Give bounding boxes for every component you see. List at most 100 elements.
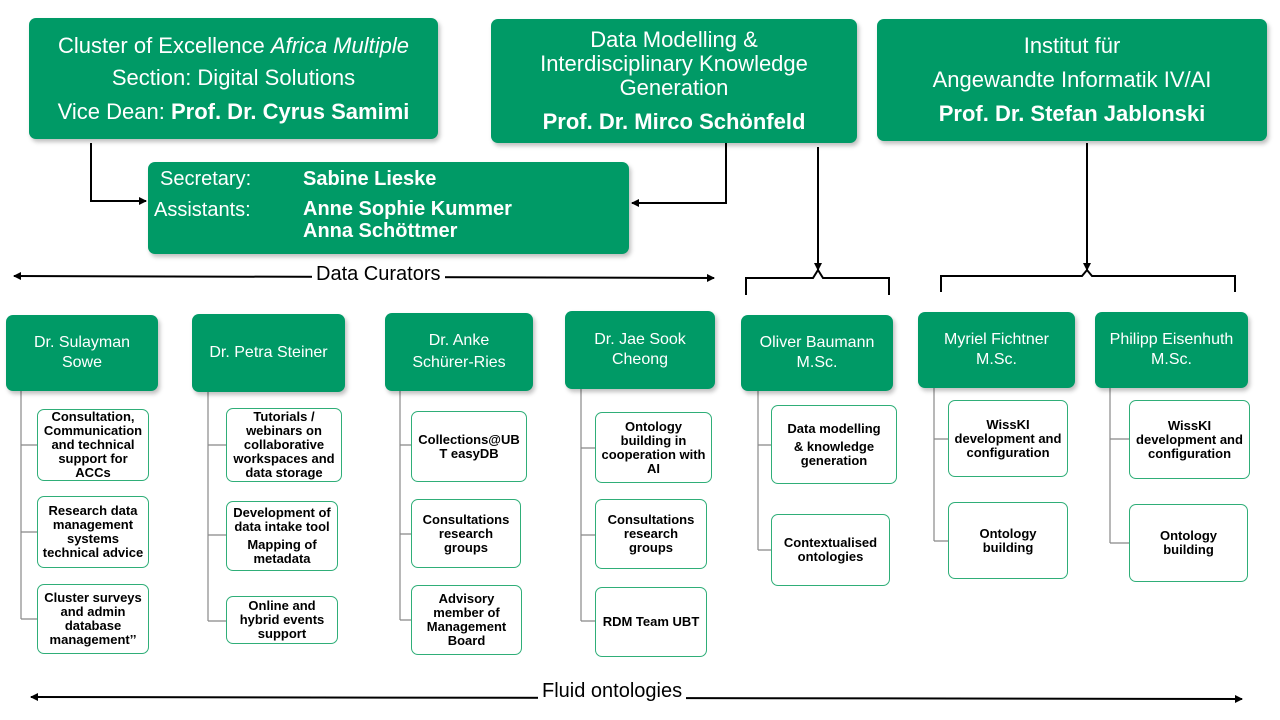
member-box-schurer-ries: Dr. Anke Schürer-Ries [385, 313, 533, 391]
member-box-eisenhuth: Philipp Eisenhuth M.Sc. [1095, 312, 1248, 388]
member-name: M.Sc. [796, 354, 838, 371]
task-line: workspaces and [233, 451, 335, 466]
task-box: Research data management systems technic… [37, 496, 149, 568]
baumann-bracket [745, 268, 890, 295]
task-line: AI [647, 460, 660, 476]
member-name: Dr. Anke [428, 332, 490, 349]
member-name: M.Sc. [976, 351, 1017, 368]
task-line: Communication [43, 423, 143, 438]
task-box: Development of data intake tool Mapping … [226, 501, 338, 571]
task-line: WissKI [1167, 417, 1212, 433]
secretary-label: Secretary: [160, 168, 252, 190]
task-line: Research data [48, 503, 138, 518]
cluster-line1: Cluster of Excellence Africa Multiple [58, 32, 409, 58]
task-line: development and [1136, 431, 1243, 447]
task-box: Consultations research groups [411, 499, 521, 568]
task-box: Consultation, Communication and technica… [37, 409, 149, 481]
institut-line2: Angewandte Informatik IV/AI [932, 67, 1212, 92]
task-line: Consultations [607, 512, 695, 527]
task-box: Advisory member of Management Board [411, 585, 522, 655]
vice-dean-name: Prof. Dr. Cyrus Samimi [170, 98, 410, 124]
datamodelling-head-name: Prof. Dr. Mirco Schönfeld [542, 109, 806, 134]
institut-head-name: Prof. Dr. Stefan Jablonski [938, 101, 1206, 126]
task-line: T easyDB [439, 445, 499, 461]
task-line: support for [58, 451, 128, 466]
task-line: building [1163, 542, 1214, 557]
task-line: and technical [51, 437, 135, 452]
data-curators-label: Data Curators [312, 263, 445, 285]
task-line: Tutorials / [253, 409, 315, 424]
task-box: Ontology building [1129, 504, 1248, 582]
task-line: building [982, 539, 1034, 555]
member-box-cheong: Dr. Jae Sook Cheong [565, 311, 715, 389]
task-line: Collections@UB [418, 431, 520, 447]
task-line: cooperation with [601, 446, 706, 462]
task-line: development and [954, 430, 1062, 446]
task-line: & knowledge [793, 438, 875, 454]
task-line: hybrid events [239, 612, 325, 627]
task-line: webinars on [246, 423, 322, 438]
task-line: generation [800, 452, 868, 468]
task-line: collaborative [243, 437, 325, 452]
task-line: metadata [253, 551, 311, 566]
assistants-label: Assistants: [154, 199, 251, 221]
task-line: ontologies [797, 549, 864, 564]
task-line: Contextualised [783, 535, 878, 550]
task-box: Consultations research groups [595, 499, 707, 569]
task-line: building in [620, 432, 687, 448]
member-name: Myriel Fichtner [944, 331, 1049, 348]
task-line: Ontology [1159, 528, 1218, 543]
task-line: groups [443, 539, 489, 555]
assistant-name-1: Anne Sophie Kummer [303, 198, 512, 220]
task-line: groups [628, 540, 674, 555]
task-box: Cluster surveys and admin database manag… [37, 584, 149, 654]
task-line: data intake tool [234, 519, 330, 534]
cluster-vice-dean: Vice Dean: Prof. Dr. Cyrus Samimi [57, 98, 410, 124]
institut-line1: Institut für [1023, 33, 1121, 58]
task-box: Contextualised ontologies [771, 514, 890, 586]
member-box-baumann: Oliver Baumann M.Sc. [741, 315, 893, 391]
task-line: Ontology [624, 418, 683, 434]
secretariat-box: Secretary: Sabine Lieske Assistants: Ann… [148, 162, 629, 254]
task-line: ACCs [75, 465, 111, 480]
cluster-head-box: Cluster of Excellence Africa Multiple Se… [29, 18, 438, 139]
member-name: Dr. Jae Sook [594, 331, 686, 348]
cluster-line1-italic: Africa Multiple [270, 32, 409, 58]
task-line: Management [426, 619, 507, 634]
task-line: Consultations [422, 511, 510, 527]
task-line: Ontology [979, 525, 1037, 541]
task-line: systems [66, 531, 120, 546]
task-box: RDM Team UBT [595, 587, 707, 657]
datamodelling-line3: Generation [619, 75, 729, 100]
institut-head-box: Institut für Angewandte Informatik IV/AI… [877, 19, 1267, 141]
member-box-fichtner: Myriel Fichtner M.Sc. [918, 312, 1075, 388]
task-line: member of [433, 605, 500, 620]
institut-bracket [940, 268, 1236, 292]
member-name: Oliver Baumann [759, 334, 875, 351]
cluster-section: Section: Digital Solutions [111, 64, 356, 90]
member-box-steiner: Dr. Petra Steiner [192, 314, 345, 392]
datamodelling-to-secretariat-arrow [631, 143, 727, 207]
datamodelling-line2: Interdisciplinary Knowledge [540, 51, 808, 76]
task-line: Advisory [438, 591, 495, 606]
task-line: Consultation, [51, 409, 135, 424]
cluster-line1-prefix: Cluster of Excellence [58, 32, 265, 58]
task-line: research [623, 526, 679, 541]
cluster-to-secretariat-arrow [90, 143, 147, 205]
task-box: Ontology building in cooperation with AI [595, 412, 712, 483]
member-name: Cheong [611, 351, 669, 368]
datamodelling-head-box: Data Modelling & Interdisciplinary Knowl… [491, 19, 857, 143]
task-line: Online and [248, 598, 316, 613]
vice-dean-label: Vice Dean: [57, 98, 165, 124]
task-line: Board [447, 633, 486, 648]
task-line: and admin [60, 604, 126, 619]
member-name: Dr. Petra Steiner [209, 344, 328, 361]
task-line: research [438, 525, 494, 541]
task-line: data storage [245, 465, 323, 480]
task-line: WissKI [986, 416, 1030, 432]
task-box: WissKI development and configuration [1129, 400, 1250, 479]
task-line: management’’ [49, 632, 137, 647]
member-name: M.Sc. [1151, 351, 1192, 368]
task-box: Tutorials / webinars on collaborative wo… [226, 408, 342, 482]
task-box: Collections@UB T easyDB [411, 411, 527, 482]
